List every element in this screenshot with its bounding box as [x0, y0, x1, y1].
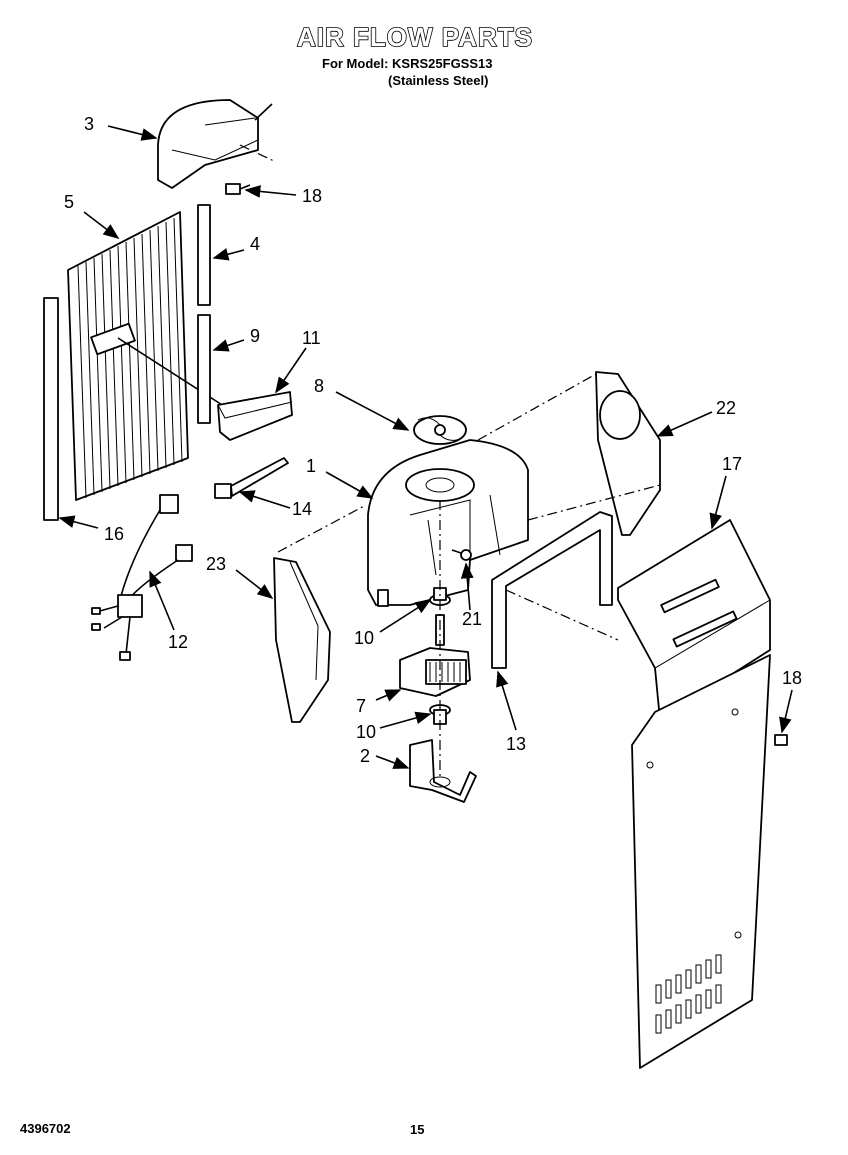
part-12-harness: [91, 494, 193, 661]
alignment-lines: [239, 144, 661, 780]
callout-17: 17: [722, 454, 742, 474]
part-21-screw: [451, 549, 472, 561]
part-11-bracket: [217, 391, 293, 441]
document-number: 4396702: [20, 1121, 71, 1136]
callout-21: 21: [462, 609, 482, 629]
callout-16: 16: [104, 524, 124, 544]
callout-3: 3: [84, 114, 94, 134]
part-22-duct-end: [595, 371, 661, 536]
callout-10-upper: 10: [354, 628, 374, 648]
callout-9: 9: [250, 326, 260, 346]
part-13-gasket: [491, 511, 613, 669]
part-14-tie: [214, 457, 289, 499]
part-18-screw-lower: [774, 734, 788, 746]
page-number: 15: [410, 1122, 425, 1137]
callout-10-lower: 10: [356, 722, 376, 742]
callout-4: 4: [250, 234, 260, 254]
callout-2: 2: [360, 746, 370, 766]
callout-labels: 3 18 5 4 9 11 8 22 1 17 14 16 23 21 10 1…: [64, 114, 802, 766]
callout-7: 7: [356, 696, 366, 716]
callout-18-upper: 18: [302, 186, 322, 206]
callout-1: 1: [306, 456, 316, 476]
model-line: For Model: KSRS25FGSS13: [322, 56, 493, 71]
part-8-fan-blade: [413, 415, 467, 445]
callout-13: 13: [506, 734, 526, 754]
callout-14: 14: [292, 499, 312, 519]
callout-22: 22: [716, 398, 736, 418]
part-3-cover: [157, 99, 273, 189]
part-9-seal: [197, 314, 211, 424]
part-4-seal: [197, 204, 211, 306]
leader-arrows: [58, 125, 793, 769]
part-23-panel: [273, 557, 331, 723]
part-5-grille: [67, 211, 231, 501]
callout-5: 5: [64, 192, 74, 212]
part-17-rear-panel: [617, 519, 771, 1069]
part-18-screw-upper: [225, 183, 251, 195]
callout-12: 12: [168, 632, 188, 652]
callout-11: 11: [302, 328, 321, 348]
part-16-seal: [43, 297, 59, 521]
part-7-motor: [399, 614, 471, 697]
page-title: AIR FLOW PARTS: [296, 21, 533, 53]
callout-23: 23: [206, 554, 226, 574]
callout-18-lower: 18: [782, 668, 802, 688]
callout-8: 8: [314, 376, 324, 396]
finish-line: (Stainless Steel): [388, 73, 489, 88]
part-2-bracket: [409, 739, 477, 803]
part-1-shroud: [367, 439, 529, 607]
